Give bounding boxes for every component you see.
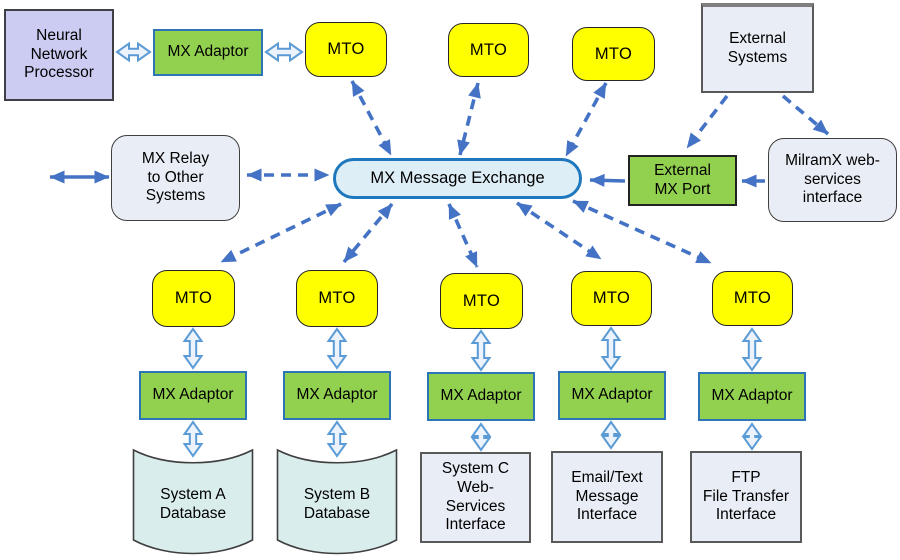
dashed-arrow	[457, 82, 481, 156]
node-system-b-database: System B Database	[276, 437, 398, 558]
node-mx-adaptor-bottom-2: MX Adaptor	[283, 371, 391, 420]
node-mto-top-3: MTO	[572, 27, 655, 81]
hollow-double-arrow	[741, 422, 763, 451]
hollow-double-arrow	[600, 326, 622, 371]
node-mto-bottom-5: MTO	[712, 271, 793, 326]
hollow-double-arrow	[470, 422, 492, 452]
node-label: System C Web- Services Interface	[441, 459, 510, 534]
dashed-arrow	[342, 202, 394, 264]
dashed-arrow	[781, 94, 830, 136]
node-external-systems: External Systems	[701, 3, 814, 93]
node-label: External MX Port	[654, 161, 711, 198]
dashed-arrow	[564, 82, 608, 157]
node-label: MX Adaptor	[571, 386, 653, 404]
node-label: MTO	[594, 44, 633, 63]
node-mx-adaptor-top: MX Adaptor	[153, 29, 263, 76]
hollow-double-arrow	[470, 329, 492, 372]
node-mto-bottom-1: MTO	[152, 270, 235, 327]
node-mx-message-exchange: MX Message Exchange	[333, 158, 582, 199]
node-email-interface: Email/Text Message Interface	[551, 451, 663, 543]
node-label: MX Adaptor	[152, 386, 234, 404]
node-label: MTO	[318, 289, 356, 308]
dashed-arrow	[220, 202, 342, 264]
node-label: FTP File Transfer Interface	[702, 468, 790, 524]
node-label: MTO	[592, 289, 631, 308]
node-mto-bottom-4: MTO	[571, 271, 652, 326]
node-system-a-database: System A Database	[132, 437, 254, 558]
node-label: System A Database	[159, 485, 227, 522]
solid-arrow	[589, 173, 626, 187]
node-label: MX Message Exchange	[370, 169, 545, 188]
node-mx-adaptor-bottom-1: MX Adaptor	[139, 371, 247, 420]
dashed-arrow	[447, 203, 479, 268]
node-label: Email/Text Message Interface	[571, 468, 643, 524]
node-label: External Systems	[727, 30, 788, 66]
node-milramx-interface: MilramX web- services interface	[768, 138, 897, 222]
hollow-double-arrow	[264, 41, 304, 63]
database-cylinder-shape	[276, 448, 398, 555]
node-mto-top-1: MTO	[305, 22, 387, 77]
node-label: MX Adaptor	[711, 387, 793, 405]
dashed-arrow	[572, 199, 712, 265]
node-label: MX Relay to Other Systems	[141, 149, 210, 205]
hollow-double-arrow	[326, 327, 348, 370]
node-mx-relay: MX Relay to Other Systems	[111, 135, 240, 221]
node-label: System B Database	[303, 485, 371, 522]
hollow-double-arrow	[326, 420, 348, 458]
node-label: MX Adaptor	[440, 387, 522, 405]
node-mto-top-2: MTO	[448, 23, 529, 77]
hollow-double-arrow	[115, 41, 152, 63]
node-label: MTO	[462, 291, 501, 310]
node-label: MTO	[733, 289, 772, 308]
node-mto-bottom-2: MTO	[296, 270, 378, 327]
node-ftp-interface: FTP File Transfer Interface	[690, 451, 802, 543]
node-mx-adaptor-bottom-5: MX Adaptor	[698, 372, 806, 421]
node-label: MTO	[469, 40, 508, 59]
dashed-arrow	[516, 201, 602, 261]
dashed-arrow	[685, 94, 729, 150]
node-label: MX Adaptor	[296, 386, 378, 404]
node-mto-bottom-3: MTO	[440, 273, 523, 329]
node-system-c-interface: System C Web- Services Interface	[420, 452, 531, 543]
node-neural-network-processor: Neural Network Processor	[4, 9, 114, 101]
node-label: MTO	[327, 40, 365, 59]
node-label: MTO	[174, 289, 213, 308]
node-label: Neural Network Processor	[24, 26, 94, 82]
node-mx-adaptor-bottom-3: MX Adaptor	[427, 372, 535, 421]
node-label: MX Adaptor	[167, 43, 249, 61]
hollow-double-arrow	[182, 327, 204, 370]
node-external-mx-port: External MX Port	[628, 155, 737, 206]
database-cylinder-shape	[132, 448, 254, 555]
hollow-double-arrow	[600, 420, 622, 450]
dashed-arrow	[350, 80, 393, 156]
node-label: MilramX web- services interface	[785, 151, 880, 207]
hollow-double-arrow	[182, 420, 204, 458]
node-mx-adaptor-bottom-4: MX Adaptor	[558, 371, 666, 420]
hollow-double-arrow	[741, 327, 763, 372]
